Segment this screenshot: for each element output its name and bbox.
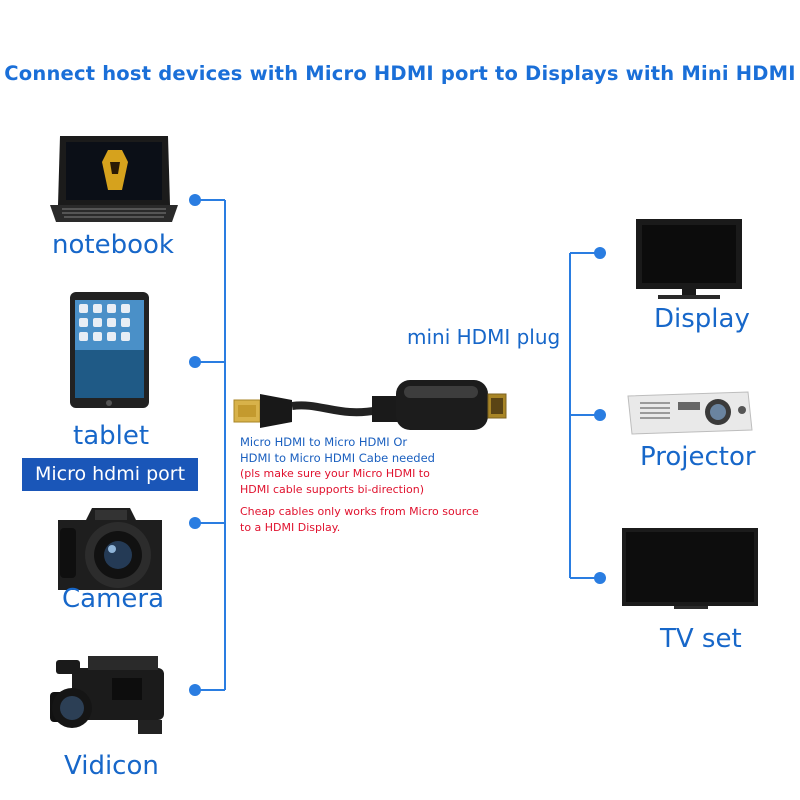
cable-warning-line-3: Cheap cables only works from Micro sourc…	[240, 505, 479, 518]
cable-warning-line-4: to a HDMI Display.	[240, 521, 341, 534]
monitor-icon	[636, 219, 742, 299]
camera-icon	[58, 508, 162, 590]
micro-hdmi-port-badge: Micro hdmi port	[22, 458, 198, 491]
tablet-icon	[70, 292, 149, 408]
cable-warning-line-2: HDMI cable supports bi-direction)	[240, 483, 425, 496]
tv-connector-dot	[594, 572, 606, 584]
camcorder-icon	[50, 656, 164, 734]
tv-icon	[622, 528, 758, 609]
source-label-tablet: tablet	[73, 421, 150, 451]
display-label-projector: Projector	[640, 442, 756, 472]
source-label-camera: Camera	[62, 584, 165, 614]
display-label-tv: TV set	[660, 624, 742, 654]
projector-icon	[627, 391, 753, 435]
projector-connector-dot	[594, 409, 606, 421]
source-label-vidicon: Vidicon	[64, 751, 159, 781]
page-title: Connect host devices with Micro HDMI por…	[4, 62, 796, 85]
hdmi-cable-icon	[233, 380, 507, 430]
display-connector-dot	[594, 247, 606, 259]
cable-note-line-2: HDMI to Micro HDMI Cabe needed	[240, 451, 435, 465]
cable-note-line-1: Micro HDMI to Micro HDMI Or	[240, 435, 408, 449]
source-label-notebook: notebook	[52, 230, 174, 260]
source-connector-lines	[195, 199, 226, 691]
camera-connector-dot	[189, 517, 201, 529]
notebook-connector-dot	[189, 194, 201, 206]
vidicon-connector-dot	[189, 684, 201, 696]
cable-note: Micro HDMI to Micro HDMI Or HDMI to Micr…	[240, 434, 479, 536]
cable-warning-line-1: (pls make sure your Micro HDMI to	[240, 467, 430, 480]
laptop-icon	[50, 136, 178, 222]
mini-hdmi-plug-label: mini HDMI plug	[407, 325, 561, 349]
tablet-connector-dot	[189, 356, 201, 368]
display-label-display: Display	[654, 304, 750, 334]
